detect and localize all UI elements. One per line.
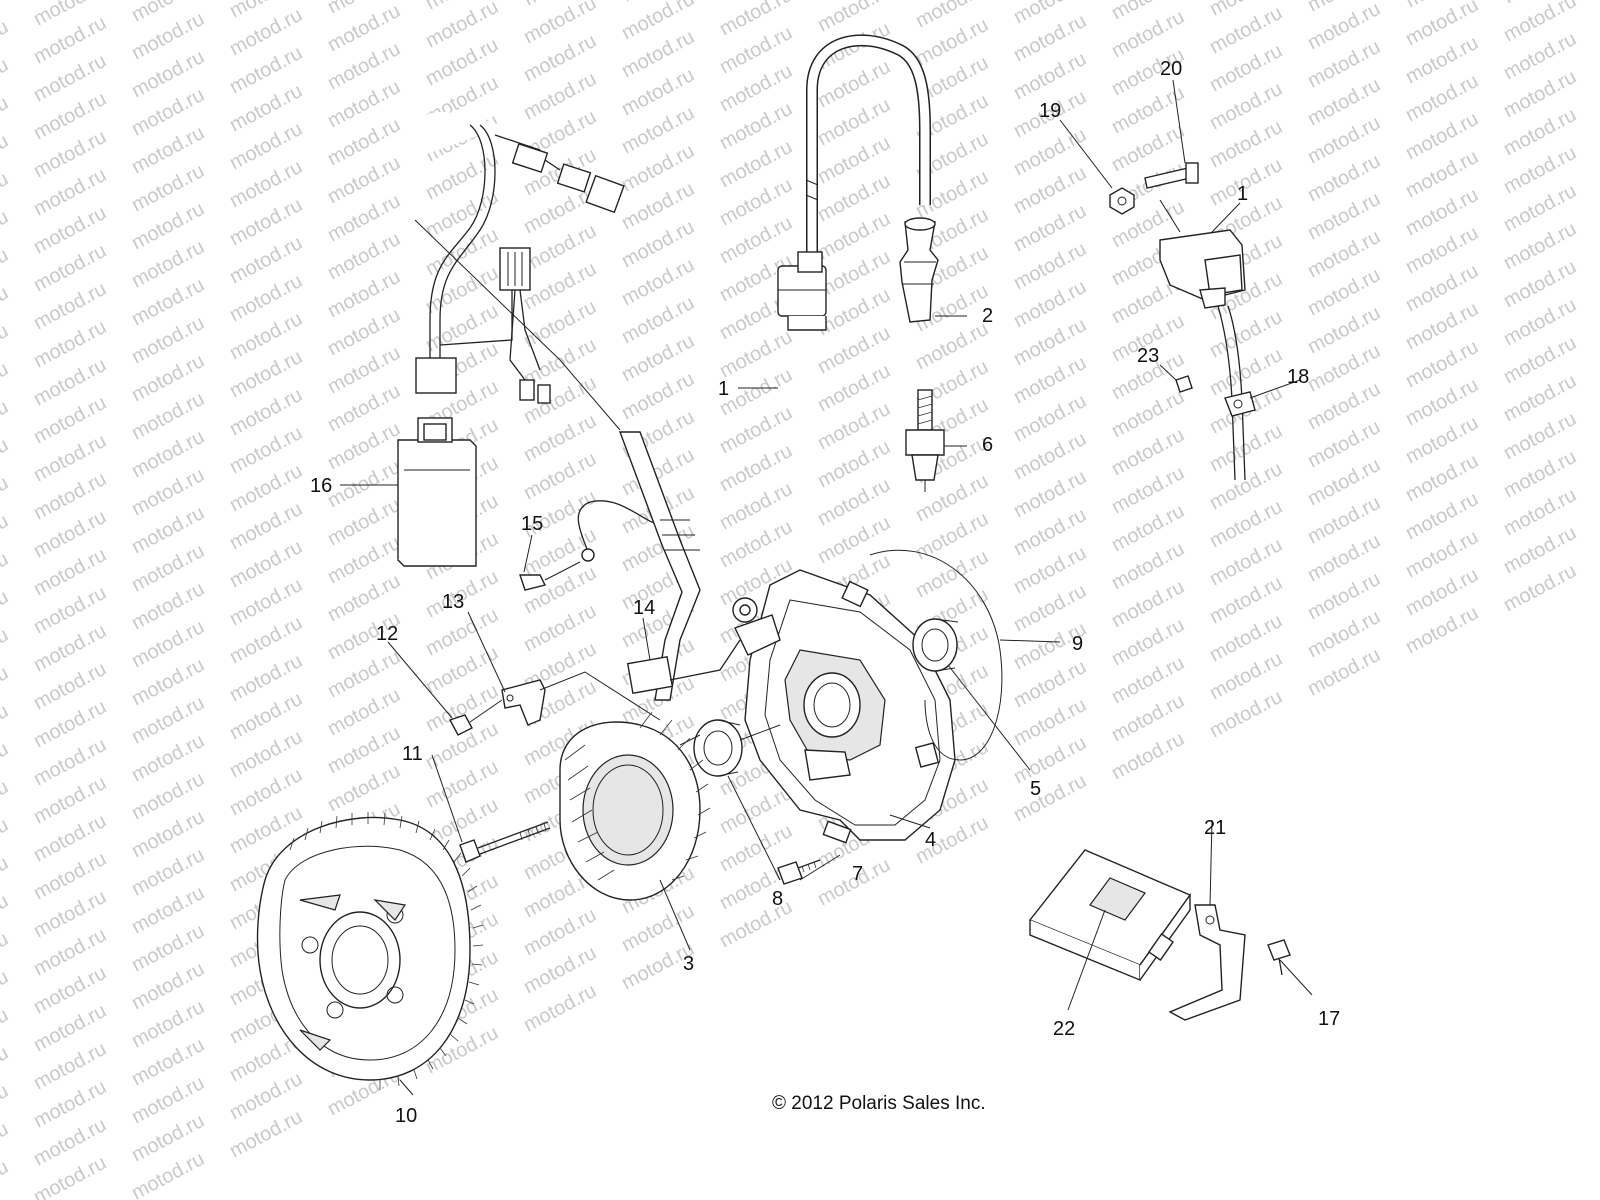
regulator-bracket <box>1168 904 1246 1021</box>
callout-21: 21 <box>1204 817 1226 839</box>
callout-16: 16 <box>310 475 332 497</box>
callout-8: 8 <box>772 888 783 910</box>
wiring-harness <box>405 111 625 431</box>
watermark-text: motod.ru <box>0 1156 12 1200</box>
callout-6: 6 <box>982 434 993 456</box>
callout-15: 15 <box>521 513 543 535</box>
callout-4: 4 <box>925 829 936 851</box>
callout-9: 9 <box>1072 633 1083 655</box>
callout-19: 19 <box>1039 100 1061 122</box>
bracket-and-screw <box>448 671 661 736</box>
stator-plate <box>734 569 956 844</box>
voltage-regulator <box>1028 849 1192 982</box>
callout-1-right: 1 <box>1237 183 1248 205</box>
callout-11: 11 <box>402 743 423 765</box>
flywheel <box>256 812 484 1090</box>
ignition-coil-center <box>777 34 931 331</box>
callout-12: 12 <box>376 623 398 645</box>
callout-13: 13 <box>442 591 464 613</box>
callout-17: 17 <box>1318 1008 1340 1030</box>
callout-3: 3 <box>683 953 694 975</box>
cdi-module <box>397 417 477 567</box>
callout-1-center: 1 <box>718 378 729 400</box>
callout-7: 7 <box>852 863 863 885</box>
leader-lines <box>340 79 1313 1096</box>
trigger-sensor-cable <box>618 431 758 701</box>
callout-10: 10 <box>395 1105 417 1127</box>
callout-5: 5 <box>1030 778 1041 800</box>
spark-plug-cap <box>899 217 939 323</box>
bolt-11 <box>459 821 551 863</box>
screw-7 <box>777 859 821 885</box>
ground-wire <box>519 500 661 591</box>
gasket <box>869 549 1003 761</box>
callout-14: 14 <box>633 597 655 619</box>
callout-22: 22 <box>1053 1018 1075 1040</box>
oil-seal-5 <box>912 618 959 672</box>
callout-18: 18 <box>1287 366 1309 388</box>
copyright-notice: © 2012 Polaris Sales Inc. <box>772 1093 986 1114</box>
callout-20: 20 <box>1160 58 1182 80</box>
stator <box>559 711 711 901</box>
ignition-coil-right <box>1109 162 1256 481</box>
callout-labels: 1 1 2 3 4 5 6 7 8 9 10 11 12 13 14 15 16… <box>310 58 1340 1127</box>
callout-2: 2 <box>982 305 993 327</box>
spark-plug <box>905 389 945 492</box>
oil-seal-8 <box>693 719 781 777</box>
callout-23: 23 <box>1137 345 1159 367</box>
screw-17 <box>1267 939 1291 976</box>
